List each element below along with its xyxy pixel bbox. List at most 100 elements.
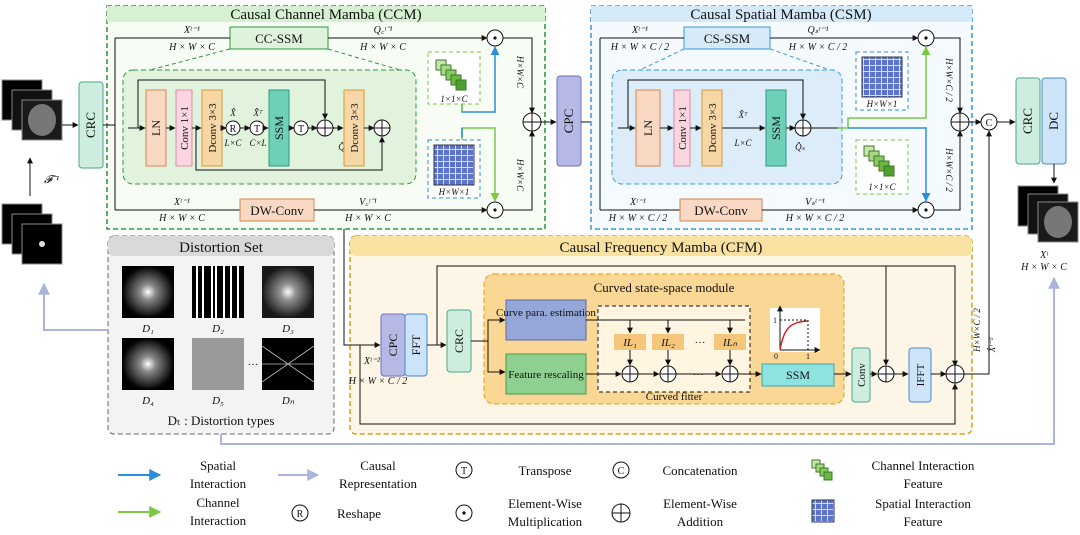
legend-causal-2: Representation [339,476,417,491]
distortion-set: Distortion Set D₁ D₂ D₃ ··· D₄ D₅ Dₙ Dₜ … [107,235,335,435]
legend-transpose: Transpose [519,463,572,478]
csm-v-dim: H × W × C / 2 [785,213,845,224]
d5-label: D₅ [211,395,224,407]
csm-q: Qₛᵗ⁻¹ [808,25,829,36]
d3-label: D₃ [281,323,294,335]
csm-spatial-feature-icon [861,56,903,98]
cfm-block: Causal Frequency Mamba (CFM) Xᵗ⁻² H × W … [343,229,997,435]
legend-reshape-symbol: R [297,509,304,520]
input-images [1,79,63,141]
legend-transpose-symbol: T [461,466,467,477]
ccm-ln: LN [149,120,163,136]
plot-x1: 1 [806,352,810,361]
csm-qs: Q̂ₛ [795,141,805,152]
dn-label: Dₙ [281,395,295,407]
csm-xhat-dim: L×C [733,138,752,148]
legend-spatial-1: Spatial [200,458,236,473]
kspace-images [1,203,63,265]
cfm-side: H×W×C / 2 [972,308,982,353]
legend-sif-icon [811,499,835,523]
legend-channel-1: Channel [196,495,240,510]
ccm-spatial-feature-icon [433,144,475,186]
cfm-x-in: Xᵗ⁻² [363,356,381,367]
ccm-q-dim: H × W × C [359,42,406,53]
ccm-transpose2: T [298,124,304,135]
ccm-q: Q꜀ᵗ⁻¹ [374,25,393,36]
cfm-crc: CRC [452,329,466,353]
d1-label: D₁ [141,323,154,335]
cfm-iln: ILₙ [722,337,738,349]
csm-x-in: Xᵗ⁻¹ [631,25,648,36]
cfm-x-out: X̂ᵗ⁻² [987,337,997,353]
ccm-v-dim: H × W × C [344,213,391,224]
cfm-ssm: SSM [786,368,810,382]
distortion-dots: ··· [248,359,259,371]
right-crc-block [1015,77,1041,165]
cfm-x-in-dim: H × W × C / 2 [348,376,408,387]
ccm-v: V꜀ᵗ⁻¹ [359,197,377,208]
d2-image [192,266,244,318]
csm-x-in-dim: H × W × C / 2 [610,42,670,53]
ccm-cif-dim: 1×1×C [440,94,468,104]
ccm-ssm: SSM [272,116,286,140]
right-crc-label: CRC [1020,108,1035,134]
ccm-xhat: X̂ [229,108,236,118]
output-images [1017,185,1079,243]
csm-title: Causal Spatial Mamba (CSM) [690,7,871,23]
csm-x-low: Xᵗ⁻¹ [629,197,646,208]
csm-ssm: SSM [769,116,783,140]
ccm-dconv2: Dconv 3×3 [349,103,361,153]
csm-dconv: Dconv 3×3 [707,103,719,153]
legend-mult-2: Multiplication [508,514,583,529]
middle-cpc-block [556,75,582,167]
csm-side1: H×W×C / 2 [944,57,954,102]
ccm-x-in-dim: H × W × C [168,42,215,53]
ccm-title: Causal Channel Mamba (CCM) [230,7,421,23]
distortion-title: Distortion Set [179,240,264,256]
d4-label: D₄ [141,395,154,407]
ccm-reshape: R [230,124,237,135]
ccm-sif-dim: H×W×1 [438,187,470,197]
d4-image [122,338,174,390]
legend-cif-2: Feature [904,476,943,491]
cfm-curve-est: Curve para. estimation [496,307,596,319]
ccm-block: Causal Channel Mamba (CCM) CC-SSM Xᵗ⁻¹ H… [106,5,557,230]
cfm-fitter: Curved fitter [646,391,703,403]
cfm-add-dots: ··· [693,369,704,381]
ccm-xhat-dim: L×C [223,138,242,148]
middle-cpc-label: CPC [561,109,576,134]
ccm-xhatT: X̂ᵀ [253,108,263,118]
legend: Spatial Interaction Channel Interaction … [118,458,975,529]
concat-symbol: C [986,118,993,129]
csm-x-low-dim: H × W × C / 2 [608,213,668,224]
d1-image [122,266,174,318]
ccm-conv: Conv 1×1 [179,106,191,150]
ccm-x-low-dim: H × W × C [158,213,205,224]
ccm-side2: H×W×C [515,158,525,192]
csm-block: Causal Spatial Mamba (CSM) CS-SSM Xᵗ⁻¹ H… [590,5,973,230]
d3-image [262,266,314,318]
ccm-channel-feature-icon [435,59,467,91]
csm-q-dim: H × W × C / 2 [788,42,848,53]
right-x-out-dim: H × W × C [1020,262,1067,273]
d5-image [192,338,244,390]
csm-xhat: X̂ᵀ [738,110,748,120]
legend-sif-1: Spatial Interaction [875,496,971,511]
cfm-module-title: Curved state-space module [594,280,735,295]
cfm-feat-rescale: Feature rescaling [508,369,584,381]
csm-channel-feature-icon [863,145,895,177]
legend-cif-icon [811,459,833,481]
legend-spatial-2: Interaction [190,476,247,491]
csm-side2: H×W×C / 2 [944,147,954,192]
left-crc-label: CRC [83,112,98,138]
csm-sif-dim: H×W×1 [866,99,898,109]
csm-ln: LN [641,120,655,136]
csm-cif-dim: 1×1×C [868,182,896,192]
inverse-fourier-symbol: 𝓕⁻¹ [44,174,59,186]
plot-one: 1 [773,316,777,325]
ccm-dconv1: Dconv 3×3 [207,103,219,153]
ccm-transpose1: T [254,124,260,135]
legend-cif-1: Channel Interaction [872,458,975,473]
ccm-qc: Q̂꜀ [338,141,348,152]
